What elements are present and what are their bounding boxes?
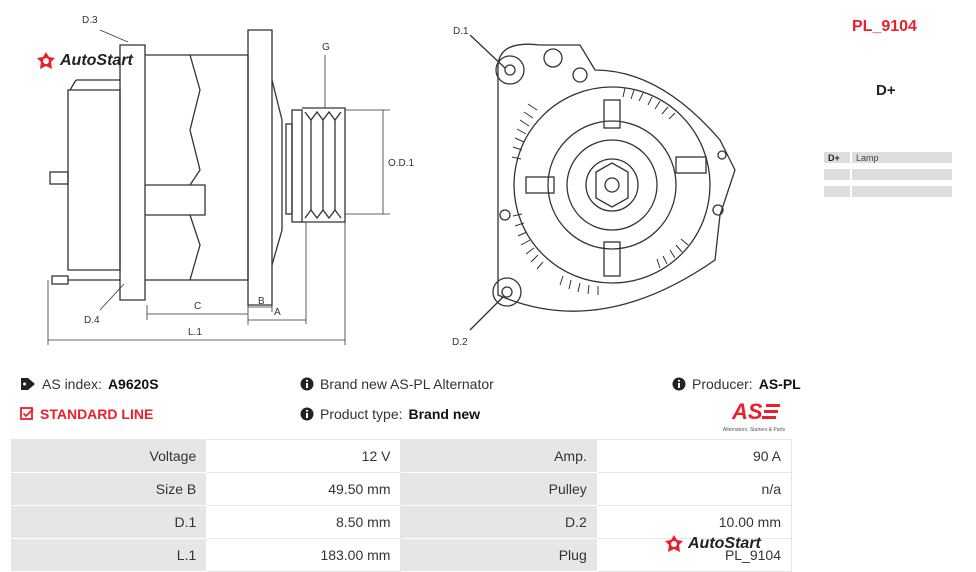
producer-value: AS-PL <box>758 376 801 392</box>
alternator-drawing <box>47 29 736 345</box>
label-od1: O.D.1 <box>388 158 415 169</box>
spec-label: Voltage <box>9 439 208 473</box>
description-text: Brand new AS-PL Alternator <box>320 376 494 392</box>
as-index-value: A9620S <box>107 376 159 392</box>
autostart-logo-text: AutoStart <box>60 52 133 69</box>
as-pl-logo-subtitle: Alternators, Starters & Parts <box>722 427 786 433</box>
autostart-watermark-text: AutoStart <box>688 535 761 552</box>
description-info: Brand new AS-PL Alternator <box>300 376 494 392</box>
connector-row <box>824 186 952 197</box>
connector-row <box>824 169 952 180</box>
label-d3: D.3 <box>82 15 98 26</box>
spec-label: Amp. <box>400 439 598 473</box>
product-type-value: Brand new <box>408 406 481 422</box>
label-d4: D.4 <box>84 315 100 326</box>
connector-desc <box>850 186 952 197</box>
label-b: B <box>258 296 265 307</box>
reference-code: PL_9104 <box>852 18 917 35</box>
autostart-mark-icon <box>665 535 683 552</box>
checkbox-icon <box>20 407 34 420</box>
table-row: Voltage 12 V Amp. 90 A <box>9 439 793 473</box>
label-c: C <box>194 301 202 312</box>
connector-pin <box>824 169 850 180</box>
spec-label: Pulley <box>400 472 598 506</box>
spec-value: 12 V <box>206 439 402 473</box>
connector-desc <box>850 169 952 180</box>
label-d2: D.2 <box>452 337 468 348</box>
label-d1: D.1 <box>453 26 469 37</box>
autostart-watermark-logo: AutoStart <box>664 534 761 554</box>
info-icon <box>672 377 686 391</box>
table-row: Size B 49.50 mm Pulley n/a <box>9 472 793 506</box>
spec-value: 49.50 mm <box>206 472 402 506</box>
svg-text:AS: AS <box>731 400 763 422</box>
connector-table: D+ Lamp <box>824 146 952 203</box>
spec-value: 10.00 mm <box>596 505 793 539</box>
info-icon <box>300 407 314 421</box>
autostart-mark-icon <box>37 52 55 69</box>
label-a: A <box>274 307 281 318</box>
as-pl-logo-mark-icon: AS <box>731 399 780 424</box>
info-icon <box>300 377 314 391</box>
technical-drawing: D.3 G D.1 O.D.1 D.4 C B A L.1 D.2 <box>47 15 736 348</box>
as-index-label: AS index: <box>42 376 102 392</box>
connector-row: D+ Lamp <box>824 152 952 163</box>
tag-icon <box>21 378 35 390</box>
spec-label: D.2 <box>400 505 598 539</box>
connector-pin <box>824 186 850 197</box>
label-l1: L.1 <box>188 327 202 338</box>
product-type-label: Product type: <box>320 406 403 422</box>
spec-value: 183.00 mm <box>206 538 402 572</box>
product-type-info: Product type: Brand new <box>300 406 480 422</box>
spec-table: Voltage 12 V Amp. 90 A Size B 49.50 mm P… <box>9 439 793 572</box>
spec-label: Plug <box>400 538 598 572</box>
autostart-logo: AutoStart <box>36 51 133 71</box>
as-pl-logo: AS Alternators, Starters & Parts <box>716 399 792 433</box>
table-row: D.1 8.50 mm D.2 10.00 mm <box>9 505 793 539</box>
spec-label: L.1 <box>9 538 208 572</box>
spec-label: D.1 <box>9 505 208 539</box>
as-index-info: AS index: A9620S <box>20 376 159 392</box>
spec-value: 8.50 mm <box>206 505 402 539</box>
spec-value: n/a <box>596 472 793 506</box>
connector-title: D+ <box>876 82 896 99</box>
standard-line-text: STANDARD LINE <box>40 406 154 422</box>
label-g: G <box>322 42 330 53</box>
connector-desc: Lamp <box>850 152 952 163</box>
spec-value: 90 A <box>596 439 793 473</box>
spec-label: Size B <box>9 472 208 506</box>
standard-line-badge: STANDARD LINE <box>20 406 153 422</box>
connector-pin: D+ <box>824 152 850 163</box>
producer-label: Producer: <box>692 376 753 392</box>
producer-info: Producer: AS-PL <box>672 376 801 392</box>
